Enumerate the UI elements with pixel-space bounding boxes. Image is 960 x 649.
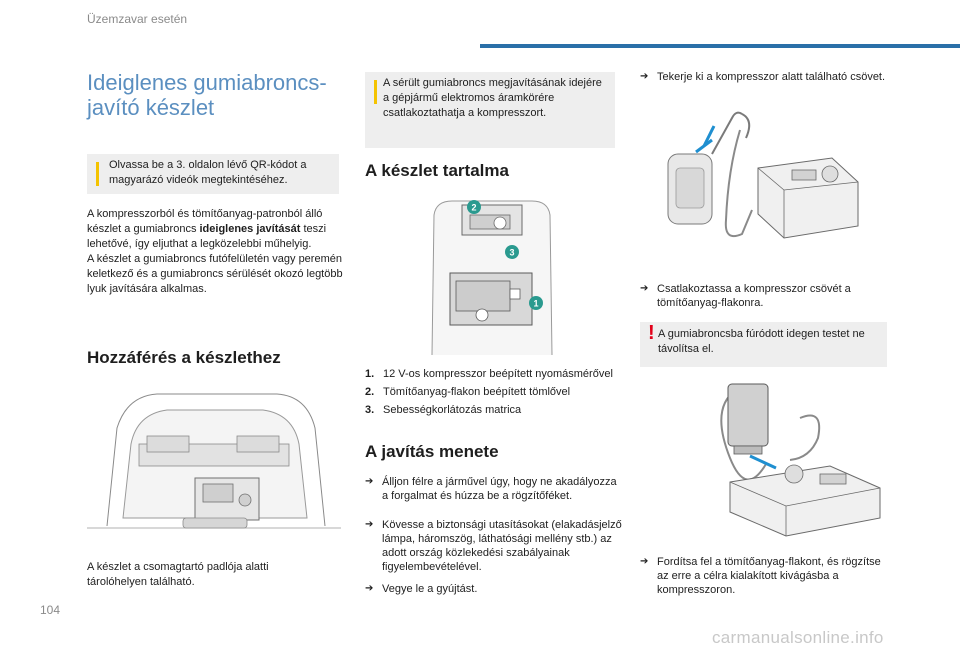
procedure-step-text: Csatlakoztassa a kompresszor csövét a tö… [657, 283, 851, 309]
arrow-bullet-icon: ➔ [640, 283, 649, 294]
access-heading: Hozzáférés a készlethez [87, 348, 281, 367]
info-bar-icon [96, 162, 99, 186]
procedure-step-invert: ➔ Fordítsa fel a tömítőanyag-flakont, és… [640, 555, 890, 597]
repair-step-text: Vegye le a gyújtást. [382, 583, 478, 595]
warning-box: ! A gumiabroncsba fúródott idegen testet… [640, 322, 887, 367]
list-item-text: Tömítőanyag-flakon beépített tömlővel [383, 386, 571, 398]
callout-1: 1 [533, 299, 538, 309]
repair-step-text: Kövesse a biztonsági utasításokat (elaka… [382, 519, 622, 573]
list-item-number: 2. [365, 386, 375, 398]
info-box-qr: Olvassa be a 3. oldalon lévő QR-kódot a … [87, 154, 339, 194]
callout-3: 3 [509, 248, 514, 258]
kit-contents-illustration: 2 3 1 [431, 200, 553, 356]
intro-text-3: A készlet a gumiabroncs futófelületén va… [87, 253, 343, 295]
procedure-step-connect: ➔ Csatlakoztassa a kompresszor csövét a … [640, 282, 890, 310]
info-box-power: A sérült gumiabroncs megjavításának idej… [365, 72, 615, 148]
list-item-number: 1. [365, 368, 375, 380]
info-text-qr: Olvassa be a 3. oldalon lévő QR-kódot a … [109, 159, 307, 186]
repair-step-2: ➔ Kövesse a biztonsági utasításokat (ela… [365, 518, 625, 574]
intro-paragraph: A kompresszorból és tömítőanyag-patronbó… [87, 207, 345, 297]
list-item: 2. Tömítőanyag-flakon beépített tömlővel [365, 385, 615, 399]
arrow-bullet-icon: ➔ [640, 71, 649, 82]
arrow-bullet-icon: ➔ [365, 519, 374, 530]
section-header-title: Üzemzavar esetén [87, 12, 188, 26]
arrow-bullet-icon: ➔ [640, 556, 649, 567]
repair-step-text: Álljon félre a járművel úgy, hogy ne aka… [382, 476, 617, 502]
kit-contents-list: 1. 12 V-os kompresszor beépített nyomásm… [365, 367, 615, 421]
list-item: 3. Sebességkorlátozás matrica [365, 403, 615, 417]
repair-step-1: ➔ Álljon félre a járművel úgy, hogy ne a… [365, 475, 625, 503]
sealant-bottle-illustration [720, 383, 881, 537]
contents-heading: A készlet tartalma [365, 161, 509, 180]
page-title: Ideiglenes gumiabroncs-javító készlet [87, 70, 337, 120]
trunk-illustration [87, 393, 341, 529]
procedure-step-text: Fordítsa fel a tömítőanyag-flakont, és r… [657, 556, 881, 596]
repair-step-3: ➔ Vegye le a gyújtást. [365, 582, 625, 596]
intro-text-2: teszi lehetővé, így eljuthat a legközele… [87, 223, 327, 250]
info-text-power: A sérült gumiabroncs megjavításának idej… [383, 77, 602, 119]
page-number: 104 [40, 603, 61, 617]
arrow-bullet-icon: ➔ [365, 583, 374, 594]
list-item-number: 3. [365, 404, 375, 416]
intro-text-1: A kompresszorból és tömítőanyag-patronbó… [87, 208, 323, 235]
arrow-bullet-icon: ➔ [365, 476, 374, 487]
access-caption: A készlet a csomagtartó padlója alatti t… [87, 561, 269, 588]
footer-watermark: carmanualsonline.info [712, 628, 884, 647]
exclamation-icon: ! [648, 322, 655, 344]
compressor-hose-illustration [667, 111, 859, 239]
callout-2: 2 [471, 203, 476, 213]
repair-heading: A javítás menete [365, 442, 499, 461]
list-item-text: 12 V-os kompresszor beépített nyomásmérő… [383, 368, 613, 380]
header-accent-bar [480, 44, 960, 48]
warning-text: A gumiabroncsba fúródott idegen testet n… [658, 328, 865, 355]
page-title-text: Ideiglenes gumiabroncs-javító készlet [87, 70, 327, 120]
list-item: 1. 12 V-os kompresszor beépített nyomásm… [365, 367, 615, 381]
intro-text-bold: ideiglenes javítását [199, 223, 301, 235]
list-item-text: Sebességkorlátozás matrica [383, 404, 522, 416]
info-bar-icon [374, 80, 377, 104]
procedure-step-unwind: ➔ Tekerje ki a kompresszor alatt találha… [640, 70, 890, 84]
procedure-step-text: Tekerje ki a kompresszor alatt található… [657, 71, 886, 83]
